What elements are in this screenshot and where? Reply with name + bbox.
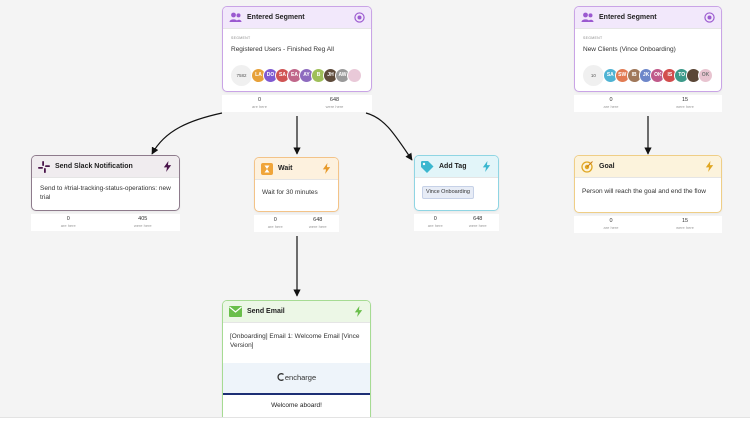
node-title: Send Email xyxy=(247,308,285,315)
node-description: Wait for 30 minutes xyxy=(262,189,318,196)
tag-chip: Vince Onboarding xyxy=(422,186,474,199)
were-here-count: 15 xyxy=(681,97,689,103)
are-here-count: 0 xyxy=(273,217,277,223)
node-description: Person will reach the goal and end the f… xyxy=(582,188,706,195)
node-title: Wait xyxy=(278,165,293,172)
target-icon[interactable] xyxy=(704,12,715,23)
bolt-icon xyxy=(163,161,172,172)
edge-segment-to-slack xyxy=(151,112,223,155)
node-send-slack-notification[interactable]: Send Slack Notification Send to #trial-t… xyxy=(31,155,180,231)
member-count: 10 xyxy=(583,65,604,86)
node-title: Send Slack Notification xyxy=(55,163,133,170)
node-entered-segment-1[interactable]: Entered Segment SEGMENT Registered Users… xyxy=(222,6,372,112)
avatar: OK xyxy=(698,68,713,83)
were-here-count: 648 xyxy=(313,217,323,223)
encharge-logo-icon xyxy=(277,373,284,381)
node-header: Goal xyxy=(575,156,721,178)
email-logo: encharge xyxy=(223,373,370,382)
are-here-label: are here xyxy=(267,224,283,229)
were-here-label: were here xyxy=(676,104,694,109)
node-header: Entered Segment xyxy=(223,7,371,29)
bolt-icon xyxy=(482,161,491,172)
segment-label: SEGMENT xyxy=(583,36,603,40)
avatar xyxy=(347,68,362,83)
bolt-icon xyxy=(322,163,331,174)
node-description: Send to #trial-tracking-status-operation… xyxy=(40,185,171,201)
node-header: Add Tag xyxy=(415,156,498,178)
segment-name: Registered Users - Finished Reg All xyxy=(231,46,334,53)
are-here-label: are here xyxy=(252,104,267,109)
are-here-label: are here xyxy=(603,225,619,230)
were-here-label: were here xyxy=(308,224,327,229)
are-here-count: 0 xyxy=(609,97,613,103)
avatar: AW xyxy=(335,68,350,83)
node-title: Entered Segment xyxy=(599,14,657,21)
were-here-label: were here xyxy=(133,223,152,228)
target-icon[interactable] xyxy=(354,12,365,23)
tag-icon xyxy=(421,160,434,173)
bolt-icon xyxy=(354,306,363,317)
node-header: Entered Segment xyxy=(575,7,721,29)
email-logo-text: encharge xyxy=(284,373,317,382)
bolt-icon xyxy=(705,161,714,172)
node-entered-segment-2[interactable]: Entered Segment SEGMENT New Clients (Vin… xyxy=(574,6,722,112)
goal-icon xyxy=(581,161,593,173)
were-here-label: were here xyxy=(325,104,344,109)
node-title: Entered Segment xyxy=(247,14,305,21)
member-count: 7582 xyxy=(231,65,252,86)
were-here-count: 648 xyxy=(329,97,340,103)
segment-label: SEGMENT xyxy=(231,36,251,40)
were-here-label: were here xyxy=(676,225,694,230)
avatar: EA xyxy=(287,68,302,83)
bottom-toolbar xyxy=(0,417,750,429)
slack-icon xyxy=(38,160,50,173)
avatar: SA xyxy=(275,68,290,83)
are-here-count: 0 xyxy=(609,218,613,224)
were-here-label: were here xyxy=(468,223,487,228)
are-here-label: are here xyxy=(60,223,76,228)
users-icon xyxy=(581,12,594,22)
avatar: IS xyxy=(662,68,678,83)
email-subject: [Onboarding] Email 1: Welcome Email [Vin… xyxy=(230,333,360,349)
are-here-count: 0 xyxy=(257,97,262,103)
node-title: Add Tag xyxy=(439,163,467,170)
avatar-group: 10 SA SW IB JK OK IS TO OK xyxy=(583,65,713,86)
were-here-count: 648 xyxy=(473,216,483,222)
edge-segment-to-addtag xyxy=(365,112,413,161)
users-icon xyxy=(229,12,242,22)
email-preview[interactable]: encharge xyxy=(223,363,370,395)
node-send-email[interactable]: Send Email [Onboarding] Email 1: Welcome… xyxy=(222,300,371,427)
are-here-label: are here xyxy=(603,104,619,109)
node-header: Wait xyxy=(255,158,338,180)
hourglass-icon xyxy=(261,162,273,175)
email-welcome-text: Welcome aboard! xyxy=(271,402,322,409)
node-header: Send Email xyxy=(223,301,370,323)
are-here-count: 0 xyxy=(433,216,437,222)
are-here-count: 0 xyxy=(66,216,70,222)
node-title: Goal xyxy=(599,163,615,170)
were-here-count: 15 xyxy=(681,218,689,224)
are-here-label: are here xyxy=(427,223,443,228)
were-here-count: 405 xyxy=(138,216,148,222)
avatar-group: 7582 LA DO SA EA AY B JH AW xyxy=(231,65,363,86)
mail-icon xyxy=(229,306,242,317)
segment-name: New Clients (Vince Onboarding) xyxy=(583,46,676,53)
node-header: Send Slack Notification xyxy=(32,156,179,178)
node-goal[interactable]: Goal Person will reach the goal and end … xyxy=(574,155,722,233)
